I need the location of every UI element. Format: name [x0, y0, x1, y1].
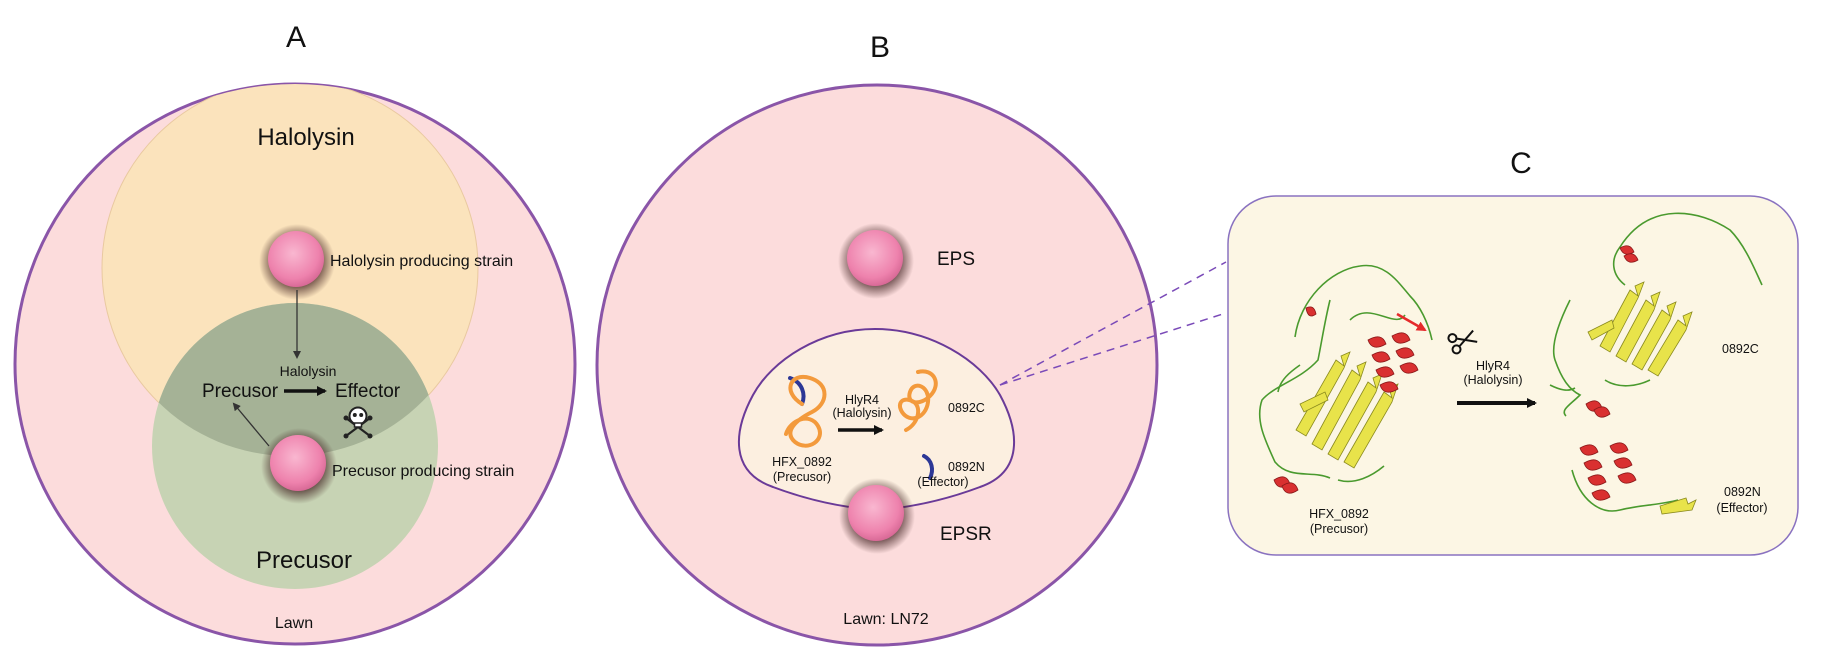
eps-label: EPS: [937, 249, 975, 270]
lawn-label-a: Lawn: [275, 615, 313, 632]
halolysin-producer-label: Halolysin producing strain: [330, 253, 513, 270]
enzyme-name-c: HlyR4: [1476, 359, 1510, 373]
eps-colony: [847, 230, 903, 286]
product-n-structure-icon: [1571, 442, 1697, 515]
product-c-label-c: 0892C: [1722, 342, 1759, 356]
precursor-protein-icon: [784, 374, 827, 448]
zoom-guide-line: [999, 312, 1227, 386]
lawn-label-b: Lawn: LN72: [843, 611, 928, 628]
product-n-role-b: (Effector): [917, 475, 968, 489]
reaction-effector-label: Effector: [335, 381, 401, 402]
precursor-zone-label: Precusor: [256, 547, 352, 574]
precursor-name-c: HFX_0892: [1309, 507, 1369, 521]
precursor-name-b: HFX_0892: [772, 455, 832, 469]
halolysin-producer-colony: [268, 231, 324, 287]
product-c-label-b: 0892C: [948, 401, 985, 415]
halolysin-zone-label: Halolysin: [257, 124, 354, 151]
structure-box: [1227, 195, 1799, 556]
product-n-label-b: 0892N: [948, 460, 985, 474]
export-arrow: [232, 402, 270, 447]
product-c-protein-icon: [897, 369, 938, 432]
scissors-icon: [1447, 329, 1478, 355]
product-c-structure-icon: [1549, 212, 1763, 418]
skull-icon: [343, 406, 373, 439]
panel-a-letter: A: [286, 21, 306, 54]
precursor-producer-label: Precusor producing strain: [332, 463, 514, 480]
panel-c: C: [1227, 147, 1799, 556]
panel-a: A Halolysin Precusor Halolysin producing…: [13, 21, 577, 646]
precursor-structure-icon: [1258, 264, 1433, 494]
reaction-precursor-label: Precusor: [202, 381, 279, 402]
halolysin-arrow-label: Halolysin: [280, 363, 337, 379]
panel-b-letter: B: [870, 31, 890, 64]
enzyme-role-b: (Halolysin): [832, 406, 891, 420]
epsr-colony: [848, 485, 904, 541]
product-n-label-c: 0892N: [1724, 485, 1761, 499]
epsr-label: EPSR: [940, 524, 992, 545]
panel-b: B EPS EPSR HFX_0892 (Precusor) HlyR4 (Ha…: [595, 31, 1159, 647]
precursor-role-b: (Precusor): [773, 470, 831, 484]
precursor-producer-colony: [270, 435, 326, 491]
product-n-role-c: (Effector): [1716, 501, 1767, 515]
enzyme-role-c: (Halolysin): [1463, 373, 1522, 387]
cleavage-site-arrow: [1396, 312, 1427, 332]
precursor-role-c: (Precusor): [1310, 522, 1368, 536]
enzyme-name-b: HlyR4: [845, 393, 879, 407]
panel-c-letter: C: [1510, 147, 1532, 180]
product-n-fragment-icon: [922, 454, 934, 480]
zoom-guide-line: [999, 261, 1227, 386]
